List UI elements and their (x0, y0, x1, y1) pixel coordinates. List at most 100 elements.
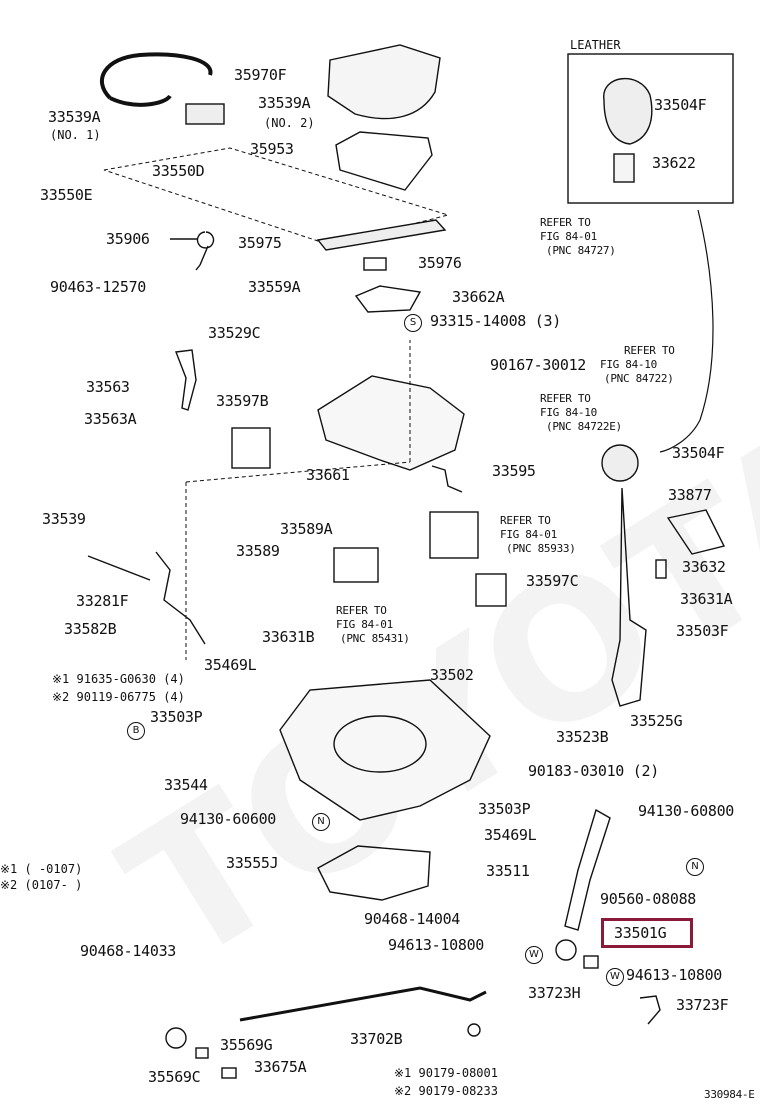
part-33550d[interactable]: 33550D (152, 162, 205, 180)
part-33503f[interactable]: 33503F (676, 622, 729, 640)
pin-33632 (655, 559, 667, 579)
part-33622[interactable]: 33622 (652, 154, 696, 172)
part-90119-06775[interactable]: ※2 90119-06775 (4) (52, 690, 185, 704)
part-35469l-lower[interactable]: 35469L (484, 826, 537, 844)
bracket-33595 (431, 465, 463, 493)
part-35569g[interactable]: 35569G (220, 1036, 273, 1054)
part-33501g[interactable]: 33501G (614, 924, 667, 942)
part-33539a-no2-sub: (NO. 2) (264, 116, 315, 130)
part-33597c[interactable]: 33597C (526, 572, 579, 590)
ref-84722-l2: FIG 84-10 (600, 358, 657, 371)
plate-33662a (354, 285, 422, 313)
switch-35906 (170, 231, 215, 271)
part-33595[interactable]: 33595 (492, 462, 536, 480)
note-2: ※2 (0107- ) (0, 878, 83, 892)
shift-lever-rod (611, 487, 647, 707)
block-33539a-no2 (185, 103, 225, 125)
leather-box-frame (567, 53, 734, 204)
part-33589[interactable]: 33589 (236, 542, 280, 560)
part-35975[interactable]: 35975 (238, 234, 282, 252)
part-33503p-lower[interactable]: 33503P (478, 800, 531, 818)
part-33504f-ball[interactable]: 33504F (672, 444, 725, 462)
part-94613-10800-right[interactable]: 94613-10800 (626, 966, 723, 984)
mark-w-right: W (606, 968, 624, 986)
part-90167-30012[interactable]: 90167-30012 (490, 356, 587, 374)
part-33723f[interactable]: 33723F (676, 996, 729, 1014)
part-35970f[interactable]: 35970F (234, 66, 287, 84)
part-33539[interactable]: 33539 (42, 510, 86, 528)
part-90463-12570[interactable]: 90463-12570 (50, 278, 147, 296)
part-33544[interactable]: 33544 (164, 776, 208, 794)
part-94130-60800[interactable]: 94130-60800 (638, 802, 735, 820)
plate-35970f (327, 44, 441, 120)
frame-33555j (317, 845, 431, 901)
solenoid-33589a (333, 547, 379, 583)
part-35953[interactable]: 35953 (250, 140, 294, 158)
part-33589a[interactable]: 33589A (280, 520, 333, 538)
part-33539a-no1[interactable]: 33539A (48, 108, 101, 126)
part-33503p-upper[interactable]: 33503P (150, 708, 203, 726)
part-33550e[interactable]: 33550E (40, 186, 93, 204)
part-33539a-no2[interactable]: 33539A (258, 94, 311, 112)
strip-35975 (316, 219, 447, 251)
part-90560-08088[interactable]: 90560-08088 (600, 890, 697, 908)
part-33525g[interactable]: 33525G (630, 712, 683, 730)
part-91635-g0630[interactable]: ※1 91635-G0630 (4) (52, 672, 185, 686)
part-90179-08001[interactable]: ※1 90179-08001 (394, 1066, 498, 1080)
part-33723h[interactable]: 33723H (528, 984, 581, 1002)
pin-33675a (221, 1067, 237, 1079)
part-33702b[interactable]: 33702B (350, 1030, 403, 1048)
ref-84722-l1: REFER TO (624, 344, 675, 357)
part-33631b[interactable]: 33631B (262, 628, 315, 646)
part-33559a[interactable]: 33559A (248, 278, 301, 296)
lever-33563 (175, 349, 197, 411)
part-33523b[interactable]: 33523B (556, 728, 609, 746)
part-33281f[interactable]: 33281F (76, 592, 129, 610)
part-33631a[interactable]: 33631A (680, 590, 733, 608)
bushing-35569c (165, 1027, 187, 1049)
part-33529c[interactable]: 33529C (208, 324, 261, 342)
bushing-33501g (583, 955, 599, 969)
part-94613-10800-left[interactable]: 94613-10800 (388, 936, 485, 954)
part-33582b[interactable]: 33582B (64, 620, 117, 638)
part-90468-14004[interactable]: 90468-14004 (364, 910, 461, 928)
part-35469l-upper[interactable]: 35469L (204, 656, 257, 674)
base-33661 (317, 375, 465, 471)
clip-33723f (639, 995, 661, 1025)
diagram-code: 330984-E (704, 1088, 755, 1101)
ref-85431-l3: (PNC 85431) (340, 632, 410, 645)
part-33661[interactable]: 33661 (306, 466, 350, 484)
part-33597b[interactable]: 33597B (216, 392, 269, 410)
part-90468-14033[interactable]: 90468-14033 (80, 942, 177, 960)
ref-85431-l1: REFER TO (336, 604, 387, 617)
part-35569c[interactable]: 35569C (148, 1068, 201, 1086)
part-33675a[interactable]: 33675A (254, 1058, 307, 1076)
part-33662a[interactable]: 33662A (452, 288, 505, 306)
part-33555j[interactable]: 33555J (226, 854, 279, 872)
part-90183-03010[interactable]: 90183-03010 (2) (528, 762, 659, 780)
note-1: ※1 ( -0107) (0, 862, 83, 876)
pad-35976 (363, 257, 387, 271)
part-33632[interactable]: 33632 (682, 558, 726, 576)
part-93315-14008[interactable]: 93315-14008 (3) (430, 312, 561, 330)
part-90179-08233[interactable]: ※2 90179-08233 (394, 1084, 498, 1098)
ref-84722e-l3: (PNC 84722E) (546, 420, 622, 433)
part-33511[interactable]: 33511 (486, 862, 530, 880)
arrow-box-to-knob (659, 209, 714, 453)
part-33563[interactable]: 33563 (86, 378, 130, 396)
part-33502[interactable]: 33502 (430, 666, 474, 684)
mark-w-left: W (525, 946, 543, 964)
bushing-33723h (555, 939, 577, 961)
part-33504f-leather[interactable]: 33504F (654, 96, 707, 114)
part-35976[interactable]: 35976 (418, 254, 462, 272)
card-33597c (475, 573, 507, 607)
housing-35953 (335, 131, 433, 191)
ref-84727-l3: (PNC 84727) (546, 244, 616, 257)
part-94130-60600[interactable]: 94130-60600 (180, 810, 277, 828)
part-33877[interactable]: 33877 (668, 486, 712, 504)
part-35906[interactable]: 35906 (106, 230, 150, 248)
rod-33702b (239, 986, 487, 1022)
ref-85933-l1: REFER TO (500, 514, 551, 527)
part-33563a[interactable]: 33563A (84, 410, 137, 428)
